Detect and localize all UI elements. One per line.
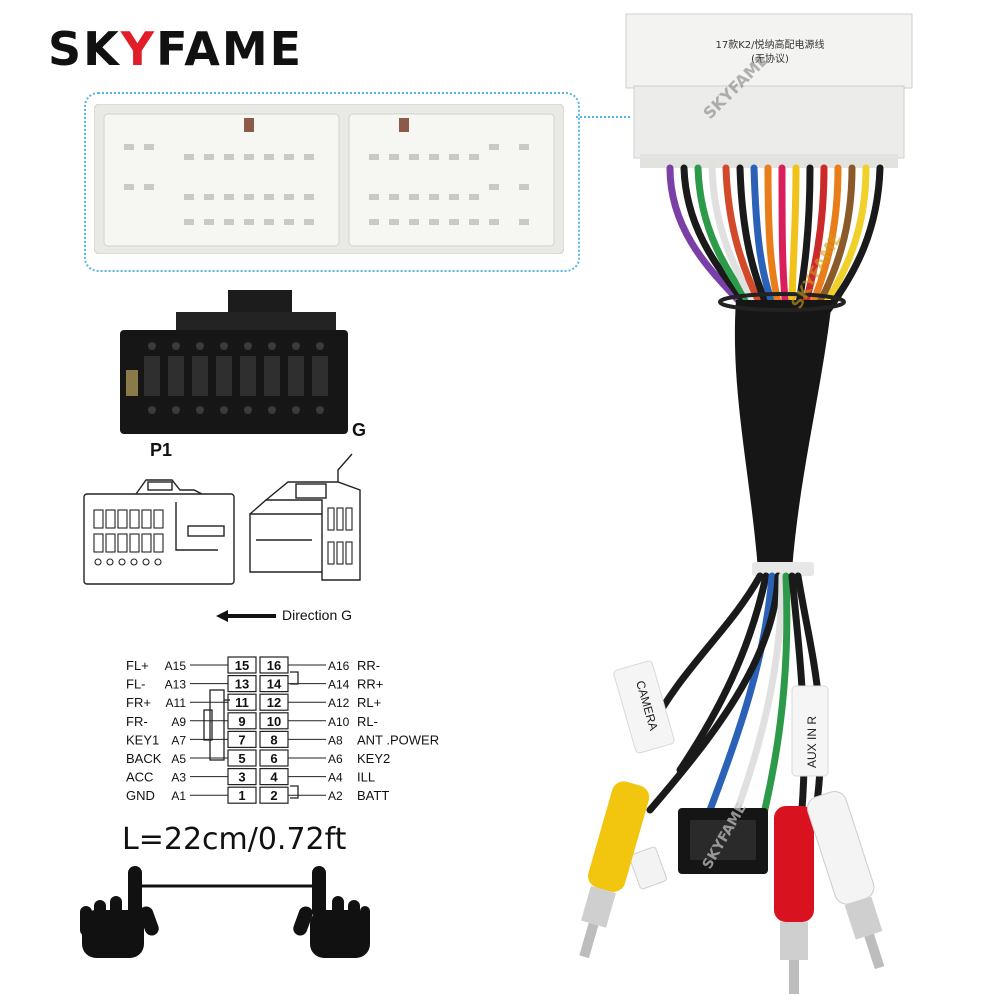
pin-number-right: 10 xyxy=(267,714,281,729)
camera-tag xyxy=(613,660,675,754)
pin-name-left: FL+ xyxy=(126,658,149,673)
pin-name-left: GND xyxy=(126,788,155,803)
pin-box-left xyxy=(227,656,257,674)
rca-white-plug xyxy=(806,790,885,970)
pin-name-right: RL+ xyxy=(357,695,381,710)
pin-code-left: A7 xyxy=(171,733,186,747)
pin-number-left: 11 xyxy=(235,695,249,710)
wire-bundle xyxy=(734,300,832,570)
rca-yellow-plug xyxy=(579,781,650,959)
pin-name-left: FL- xyxy=(126,677,146,692)
black-16pin-plug xyxy=(120,290,348,434)
length-scale xyxy=(80,866,370,958)
cable-length-label: L=22cm/0.72ft xyxy=(122,822,347,857)
connector-sticker-line2: (无协议) xyxy=(751,52,789,65)
pin-number-right: 2 xyxy=(270,788,277,803)
pin-code-right: A12 xyxy=(328,696,350,710)
pin-name-right: KEY2 xyxy=(357,751,390,766)
aux-tag xyxy=(791,685,829,777)
pin-number-right: 4 xyxy=(270,770,278,785)
hand-icon-left xyxy=(80,866,159,958)
cable-tie-top xyxy=(718,292,846,312)
pin-name-left: ACC xyxy=(126,770,153,785)
connector-closeup-frame xyxy=(84,92,580,272)
pinout-housing-outline xyxy=(203,671,299,799)
closeup-link-line xyxy=(576,116,630,118)
pin-number-left: 1 xyxy=(238,788,245,803)
pin-number-left: 9 xyxy=(238,714,245,729)
pin-box-left xyxy=(227,767,257,786)
pin-number-left: 13 xyxy=(235,677,249,692)
pin-name-left: FR- xyxy=(126,714,148,729)
pin-number-right: 8 xyxy=(270,732,277,747)
pin-number-left: 15 xyxy=(235,658,249,673)
pin-code-left: A15 xyxy=(165,659,187,673)
brand-logo: SKYFAME xyxy=(48,22,304,76)
cable-tie-bottom xyxy=(752,562,814,576)
pin-name-right: ILL xyxy=(357,770,375,785)
pin-box-left xyxy=(227,693,257,711)
white-connector-body xyxy=(625,13,913,89)
aux-tag-label: AUX IN R xyxy=(805,716,819,768)
pin-code-right: A10 xyxy=(328,715,350,729)
pin-code-right: A6 xyxy=(328,752,343,766)
direction-arrow-icon xyxy=(216,610,276,622)
pin-code-left: A13 xyxy=(165,678,187,692)
p1-label: P1 xyxy=(150,440,173,460)
pin-box-left xyxy=(227,674,257,693)
connector-sticker-line1: 17款K2/悦纳高配电源线 xyxy=(715,38,824,51)
pin-number-left: 5 xyxy=(238,751,245,766)
g-label: G xyxy=(352,420,367,440)
pin-code-left: A11 xyxy=(166,696,187,710)
pin-code-left: A9 xyxy=(171,715,186,729)
connector-face-illustration xyxy=(94,104,564,254)
cable-harness-photo: 17款K2/悦纳高配电源线 (无协议) CAMERA AUX xyxy=(579,13,913,994)
connector-line-drawings xyxy=(83,453,361,585)
pin-code-left: A1 xyxy=(171,789,186,803)
pin-name-right: BATT xyxy=(357,788,389,803)
pin-code-right: A2 xyxy=(328,789,343,803)
pin-number-right: 14 xyxy=(267,677,282,692)
pin-code-right: A4 xyxy=(328,771,343,785)
pin-box-left xyxy=(227,749,257,767)
pin-name-left: BACK xyxy=(126,751,162,766)
pin-name-right: RL- xyxy=(357,714,378,729)
pin-box-left xyxy=(227,786,257,804)
pin-name-right: ANT .POWER xyxy=(357,732,439,747)
pin-number-left: 3 xyxy=(238,770,245,785)
pin-number-left: 7 xyxy=(238,732,245,747)
pin-number-right: 16 xyxy=(267,658,281,673)
small-white-connector xyxy=(629,846,667,890)
wire-fan xyxy=(666,164,884,314)
pin-box-left xyxy=(227,730,257,749)
pin-name-right: RR- xyxy=(357,658,380,673)
hand-icon-right xyxy=(293,866,370,958)
pin-box-left xyxy=(227,712,257,730)
pin-code-right: A8 xyxy=(328,733,343,747)
direction-label: Direction G xyxy=(282,607,353,623)
pin-name-left: KEY1 xyxy=(126,732,159,747)
pin-code-right: A14 xyxy=(328,678,350,692)
pin-code-left: A5 xyxy=(171,752,186,766)
pin-number-right: 6 xyxy=(270,751,277,766)
rca-red-plug xyxy=(774,806,814,994)
pin-code-right: A16 xyxy=(328,659,350,673)
pin-number-right: 12 xyxy=(267,695,281,710)
pin-code-left: A3 xyxy=(171,771,186,785)
pin-name-left: FR+ xyxy=(126,695,151,710)
pin-name-right: RR+ xyxy=(357,677,383,692)
